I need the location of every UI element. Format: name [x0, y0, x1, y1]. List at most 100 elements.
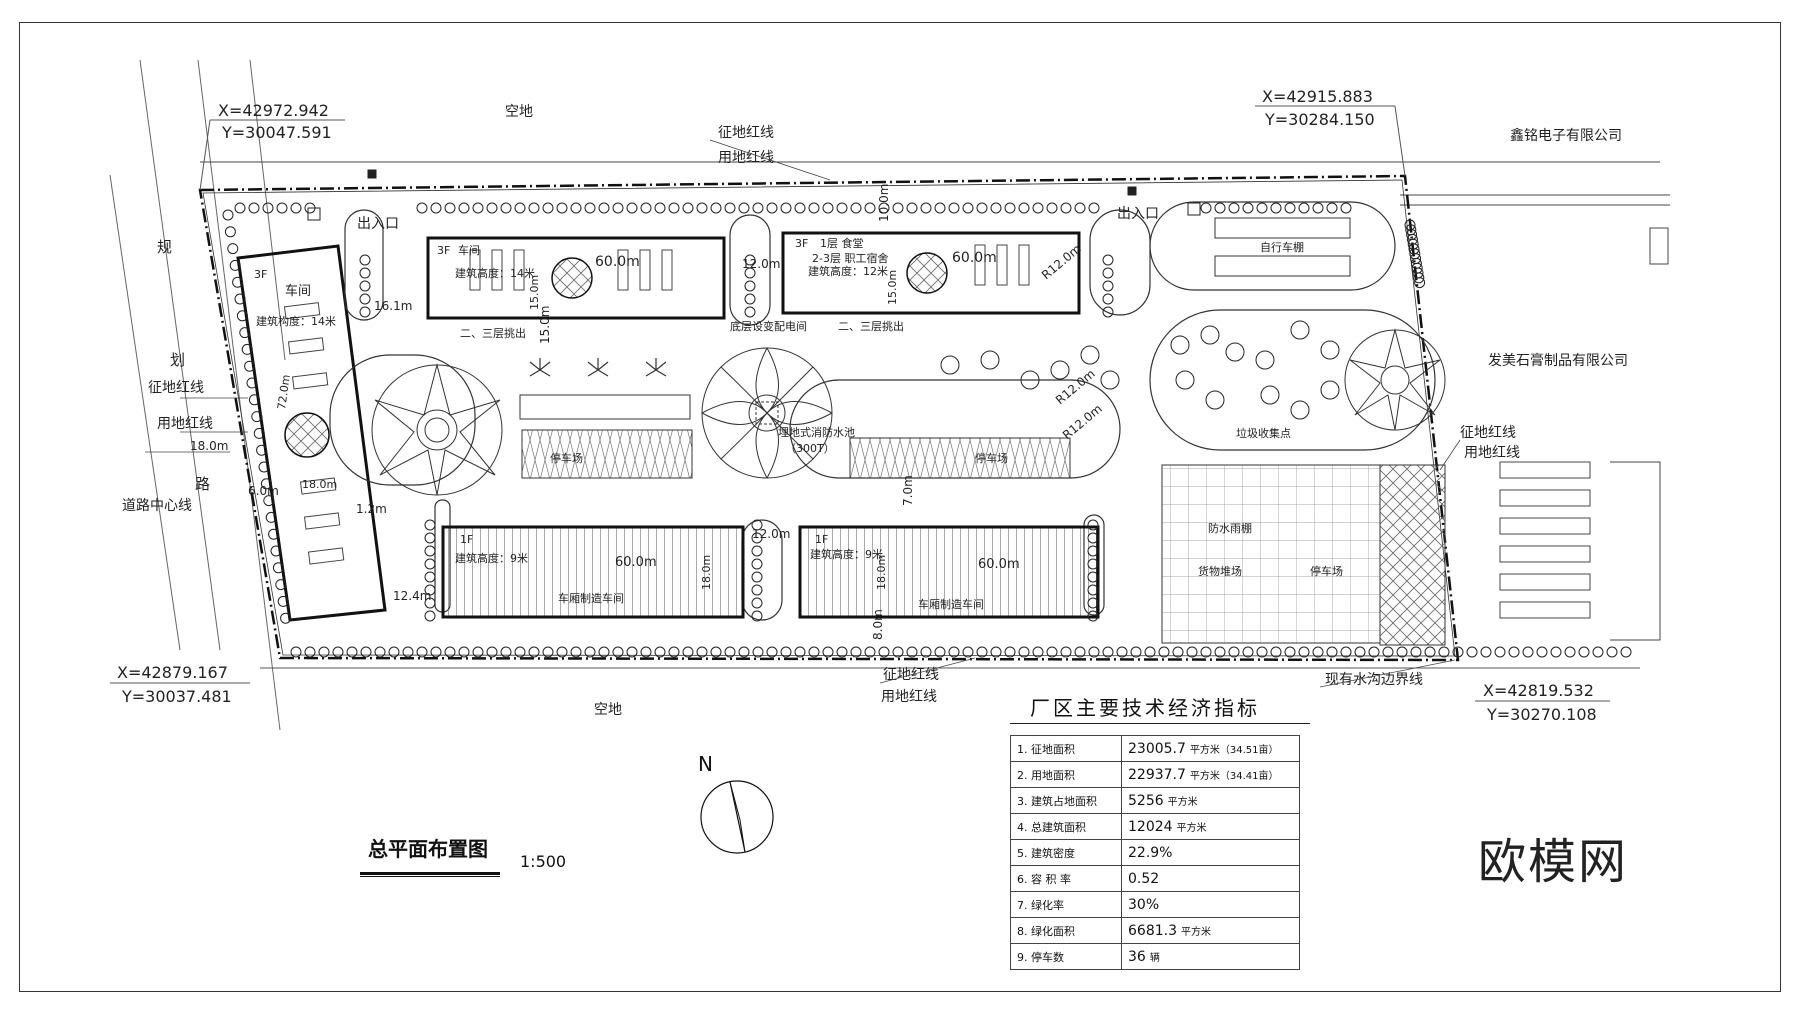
tree [528, 646, 540, 658]
tree [1340, 646, 1352, 658]
tree [424, 532, 436, 544]
tree [260, 478, 272, 490]
star-plaza-right [1344, 328, 1446, 431]
indicator-label: 7. 绿化率 [1010, 891, 1122, 918]
site-boundary [198, 174, 1460, 662]
label-entrance-1: 出入口 [357, 216, 399, 232]
tree [1578, 646, 1590, 658]
tree [1606, 646, 1618, 658]
wsl-name: 车间 [285, 283, 311, 299]
wst-name: 车间 [458, 243, 480, 257]
label-road-3: 路 [195, 475, 210, 493]
tree [359, 293, 371, 305]
tree [514, 646, 526, 658]
tree [654, 202, 666, 214]
cargo-yard [1161, 464, 1381, 644]
label-road-1: 规 [157, 238, 172, 256]
tree [1410, 646, 1422, 658]
bike-shed [1214, 217, 1351, 277]
tree [1284, 202, 1296, 214]
parking-label-2: 停车场 [975, 451, 1008, 465]
tree [556, 202, 568, 214]
tree [1087, 610, 1099, 622]
top-boundary [200, 161, 1670, 206]
tree [1214, 646, 1226, 658]
tree [1087, 519, 1099, 531]
brand-watermark: 欧模网 [1478, 834, 1629, 890]
dorm-note: 二、三层挑出 [838, 319, 904, 333]
tree [227, 243, 239, 255]
north-compass [700, 780, 774, 854]
tree [752, 646, 764, 658]
coord-tr-x: X=42915.883 [1262, 87, 1373, 106]
tree [751, 584, 763, 596]
tree [486, 646, 498, 658]
tree [258, 461, 270, 473]
tree [920, 646, 932, 658]
star-plaza [371, 363, 503, 496]
tree [751, 571, 763, 583]
tree [360, 646, 372, 658]
tree [290, 202, 302, 214]
tree [1466, 646, 1478, 658]
shed-left [441, 525, 745, 619]
tree [1298, 202, 1310, 214]
tree [263, 495, 275, 507]
tree [1018, 202, 1030, 214]
indicator-label: 3. 建筑占地面积 [1010, 787, 1122, 814]
tree [1102, 254, 1114, 266]
tree [1424, 646, 1436, 658]
shedl-name: 车厢制造车间 [558, 591, 624, 605]
tree [1413, 272, 1425, 284]
tree [332, 646, 344, 658]
tree [724, 646, 736, 658]
tree [570, 202, 582, 214]
label-road-2: 划 [170, 351, 185, 369]
tree [1020, 370, 1040, 390]
tree [256, 444, 268, 456]
tree [359, 280, 371, 292]
tree [276, 202, 288, 214]
parking-lot-3 [1379, 464, 1446, 646]
tree [906, 646, 918, 658]
tree [1270, 646, 1282, 658]
fire-pool-plaza [701, 347, 833, 479]
tree [1368, 646, 1380, 658]
tree [486, 202, 498, 214]
tree [1102, 293, 1114, 305]
tree [1414, 277, 1426, 289]
tree [1290, 320, 1310, 340]
tree [500, 202, 512, 214]
tree [934, 646, 946, 658]
tree [738, 202, 750, 214]
dorm-name2: 2-3层 职工宿舍 [812, 251, 888, 265]
tree [626, 202, 638, 214]
plan-scale: 1:500 [520, 852, 567, 871]
label-right-zhengdi: 征地红线 [1460, 425, 1516, 441]
tree [290, 646, 302, 658]
tree [751, 610, 763, 622]
tree [668, 202, 680, 214]
tree [962, 202, 974, 214]
tree [1326, 202, 1338, 214]
label-bottom-yongdi: 用地红线 [881, 689, 937, 705]
tree [542, 202, 554, 214]
plan-title-underline-thin [360, 876, 500, 877]
indicator-value-cell: 22.9% [1121, 839, 1300, 866]
tree [1494, 646, 1506, 658]
road-lines [109, 59, 286, 731]
tree [892, 646, 904, 658]
tree [822, 646, 834, 658]
dorm-note2: 底层设变配电间 [730, 319, 807, 333]
tree [229, 259, 241, 271]
tree [682, 202, 694, 214]
tree [1255, 350, 1275, 370]
tree [239, 327, 251, 339]
tree [584, 646, 596, 658]
tree [696, 202, 708, 214]
tree [808, 646, 820, 658]
